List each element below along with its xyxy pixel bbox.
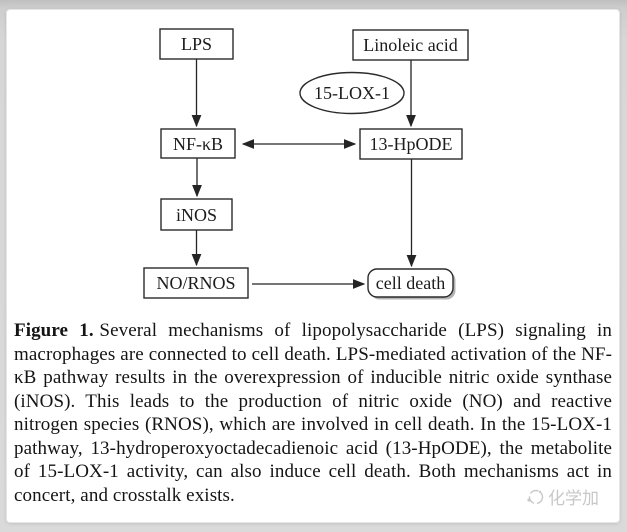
- node-nf-kb: NF-κB: [160, 128, 236, 159]
- node-13-hpode: 13-HpODE: [359, 128, 463, 160]
- figure-caption-text: Several mechanisms of lipopolysaccharide…: [14, 320, 612, 506]
- watermark: 化学加: [525, 484, 599, 509]
- node-cell-death: cell death: [367, 268, 456, 300]
- node-linoleic-acid: Linoleic acid: [352, 29, 469, 61]
- node-no-rnos-label: NO/RNOS: [156, 273, 235, 293]
- node-13-hpode-label: 13-HpODE: [370, 134, 453, 154]
- node-no-rnos: NO/RNOS: [143, 267, 249, 299]
- figure-card: LPS Linoleic acid 15-LOX-1 NF-κB 13-HpOD…: [7, 10, 619, 522]
- node-lps-label: LPS: [181, 34, 212, 54]
- node-cell-death-label: cell death: [376, 273, 445, 293]
- figure-caption: Figure 1.Several mechanisms of lipopolys…: [14, 319, 612, 507]
- node-15-lox-1-label: 15-LOX-1: [314, 83, 390, 103]
- node-inos-label: iNOS: [176, 205, 217, 225]
- node-linoleic-acid-label: Linoleic acid: [363, 35, 457, 55]
- node-15-lox-1: 15-LOX-1: [299, 71, 405, 115]
- node-nf-kb-label: NF-κB: [173, 134, 223, 154]
- figure-caption-label: Figure 1.: [14, 320, 94, 341]
- node-inos: iNOS: [160, 198, 233, 231]
- node-lps: LPS: [159, 28, 234, 60]
- watermark-text: 化学加: [548, 489, 599, 508]
- pathway-diagram: LPS Linoleic acid 15-LOX-1 NF-κB 13-HpOD…: [143, 28, 469, 300]
- chemistry-logo-icon: [527, 489, 544, 504]
